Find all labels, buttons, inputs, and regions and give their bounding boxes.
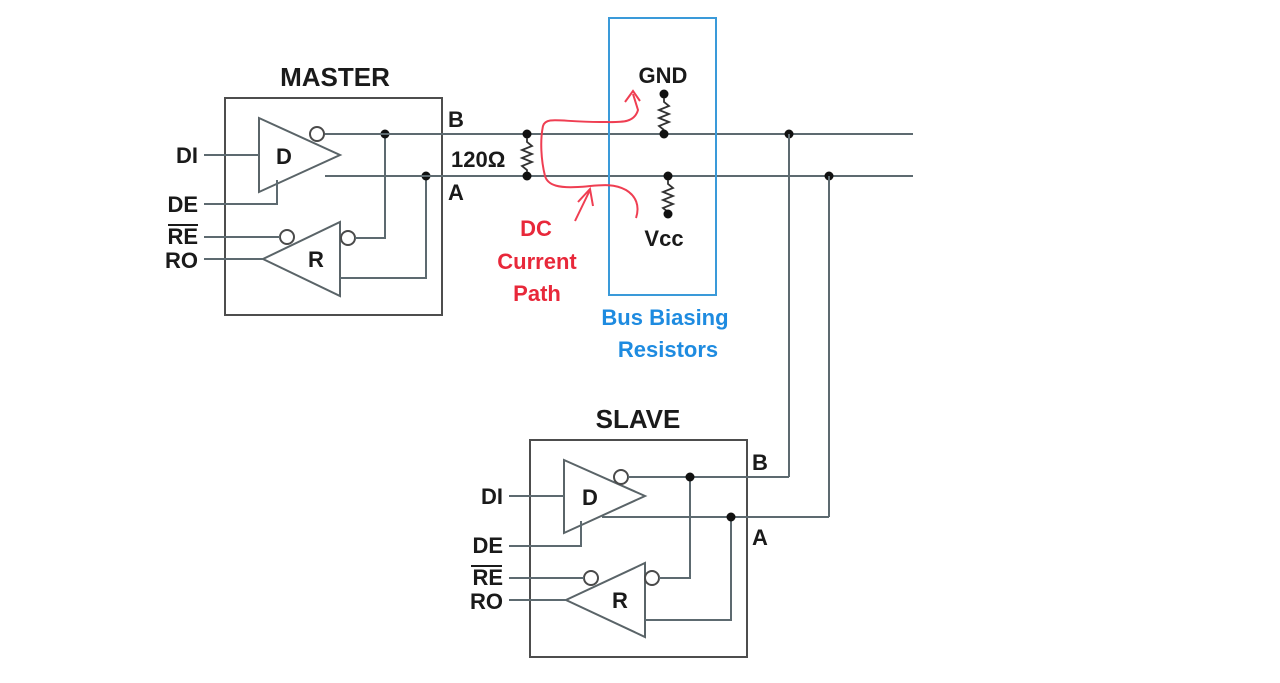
termination-bottom-node — [522, 171, 532, 181]
slave-de-wire — [509, 521, 582, 547]
slave-box — [529, 439, 748, 658]
master-receiver-a-wire — [340, 176, 427, 279]
slave-b-label: B — [752, 450, 768, 475]
pull-to-vcc-resistor — [660, 180, 676, 213]
master-de-label: DE — [167, 192, 198, 217]
bias-caption-line2: Resistors — [618, 337, 718, 362]
termination-top-node — [522, 129, 532, 139]
master-a-label: A — [448, 180, 464, 205]
master-title: MASTER — [280, 62, 390, 92]
termination-label: 120Ω — [451, 147, 505, 172]
bus — [325, 129, 913, 517]
slave-de-label: DE — [472, 533, 503, 558]
master-receiver — [260, 220, 341, 298]
master-receiver-b-wire — [355, 134, 386, 239]
vcc-label: Vcc — [644, 226, 683, 251]
slave-receiver-b-wire — [659, 477, 691, 579]
bias-caption-line1: Bus Biasing — [601, 305, 728, 330]
slave-re-label: RE — [472, 565, 503, 590]
dc-path-line3: Path — [513, 281, 561, 306]
slave-driver-label: D — [582, 485, 598, 510]
master-transceiver: MASTER D R DI DE RE RO B A — [165, 62, 464, 316]
slave-transceiver: SLAVE D R DI DE RE RO B A — [470, 404, 829, 658]
bias-a-node — [663, 171, 673, 181]
slave-a-junction — [726, 512, 736, 522]
master-box — [224, 97, 443, 316]
termination-resistor: 120Ω — [451, 129, 535, 181]
master-di-label: DI — [176, 143, 198, 168]
gnd-node — [659, 89, 669, 99]
slave-di-label: DI — [481, 484, 503, 509]
slave-receiver-inverting-bubble — [644, 570, 660, 586]
master-re-label: RE — [167, 224, 198, 249]
pull-up-to-gnd-resistor — [656, 98, 672, 131]
slave-a-label: A — [752, 525, 768, 550]
slave-receiver-a-wire — [645, 517, 732, 621]
master-driver-label: D — [276, 144, 292, 169]
vcc-node — [663, 209, 673, 219]
bias-b-node — [659, 129, 669, 139]
master-driver-inverting-bubble — [309, 126, 325, 142]
slave-ro-label: RO — [470, 589, 503, 614]
slave-receiver — [563, 561, 646, 639]
slave-driver-inverting-bubble — [613, 469, 629, 485]
master-re-bubble — [279, 229, 295, 245]
master-de-wire — [204, 180, 278, 205]
slave-receiver-label: R — [612, 588, 628, 613]
dc-path-line1: DC — [520, 216, 552, 241]
dc-current-path: DC Current Path — [497, 89, 641, 306]
master-receiver-label: R — [308, 247, 324, 272]
slave-title: SLAVE — [596, 404, 681, 434]
master-ro-label: RO — [165, 248, 198, 273]
gnd-label: GND — [639, 63, 688, 88]
dc-path-pointer — [574, 189, 591, 222]
slave-re-bubble — [583, 570, 599, 586]
bus-biasing: GND Vcc Bus Biasing Resistors — [601, 17, 729, 362]
master-driver — [258, 116, 343, 194]
dc-path-pointer-arrowhead — [577, 186, 594, 207]
dc-path-arrowhead-top — [624, 89, 641, 103]
master-b-label: B — [448, 107, 464, 132]
dc-path-line2: Current — [497, 249, 577, 274]
slave-driver — [563, 458, 648, 535]
slave-b-junction — [685, 472, 695, 482]
dc-path-curve — [540, 93, 640, 219]
termination-resistor-symbol — [519, 138, 535, 172]
bias-box — [608, 17, 717, 296]
master-receiver-inverting-bubble — [340, 230, 356, 246]
